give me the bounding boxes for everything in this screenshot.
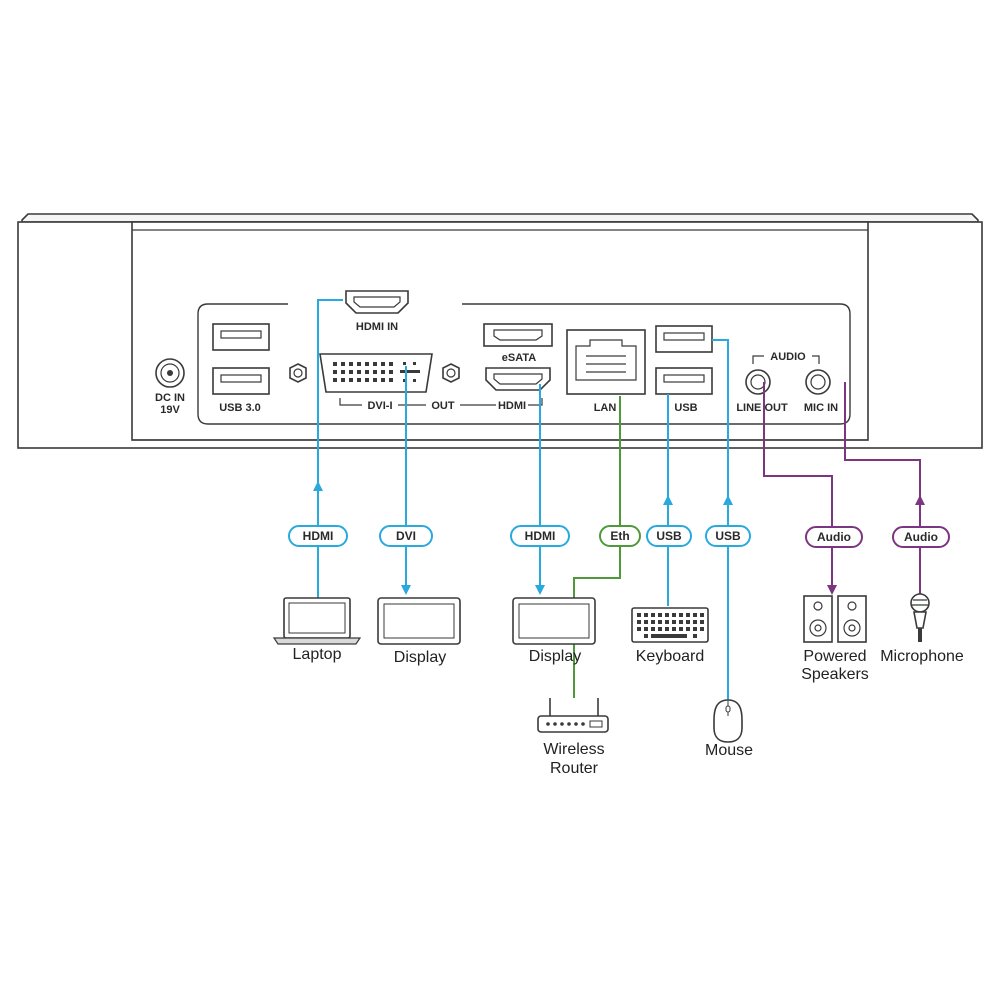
pill-hdmi-out: HDMI — [510, 525, 570, 547]
audio-group-label: AUDIO — [770, 351, 806, 363]
display1-label: Display — [394, 649, 446, 666]
pill-hdmi-in: HDMI — [288, 525, 348, 547]
pill-audio-in-text: Audio — [904, 530, 938, 544]
hdmi-in-port — [345, 290, 409, 314]
dc-in-port — [155, 358, 185, 388]
router-label-line1: Wireless — [543, 741, 604, 758]
speakers-icon — [803, 595, 867, 643]
keyboard-label: Keyboard — [636, 648, 705, 665]
screw-right — [442, 363, 460, 383]
pill-eth-text: Eth — [610, 529, 629, 543]
pill-usb-keyboard: USB — [646, 525, 692, 547]
mouse-label: Mouse — [705, 742, 753, 759]
pill-hdmi-in-text: HDMI — [303, 529, 334, 543]
router-icon — [537, 698, 609, 733]
usb30-ports — [212, 323, 270, 395]
usb-label: USB — [674, 402, 697, 414]
hdmi-in-label: HDMI IN — [356, 321, 398, 333]
microphone-label: Microphone — [880, 648, 964, 665]
pill-dvi: DVI — [379, 525, 433, 547]
lan-label: LAN — [594, 402, 617, 414]
dvi-port — [319, 353, 433, 393]
esata-port — [483, 323, 553, 347]
audio-bracket — [752, 355, 820, 364]
mouse-icon — [713, 699, 743, 743]
lan-port — [566, 329, 646, 395]
pill-usb-mouse-text: USB — [715, 529, 741, 543]
mic-in-jack — [805, 369, 831, 395]
pill-hdmi-out-text: HDMI — [525, 529, 556, 543]
out-label: OUT — [431, 400, 455, 412]
out-bracket — [339, 398, 543, 406]
laptop-label: Laptop — [293, 646, 342, 663]
pill-eth: Eth — [599, 525, 641, 547]
display-icon — [512, 597, 596, 645]
mic-in-label: MIC IN — [804, 402, 838, 414]
hdmi-out-label: HDMI — [498, 400, 526, 412]
router-label-line2: Router — [550, 760, 599, 777]
laptop-icon — [272, 597, 362, 645]
line-out-label: LINE OUT — [736, 402, 788, 414]
microphone-icon — [910, 593, 930, 642]
esata-label: eSATA — [502, 352, 536, 364]
cable-audio-in-upper — [844, 382, 921, 500]
pill-audio-in: Audio — [892, 526, 950, 548]
display-icon — [377, 597, 461, 645]
screw-left — [289, 363, 307, 383]
hdmi-out-port — [485, 367, 551, 391]
cable-hdmi-in-upper — [317, 299, 343, 486]
line-out-jack — [745, 369, 771, 395]
usb-ports — [655, 325, 713, 395]
keyboard-icon — [631, 607, 709, 643]
speakers-label-line1: Powered — [803, 648, 866, 665]
pill-usb-mouse: USB — [705, 525, 751, 547]
dvi-i-label: DVI-I — [367, 400, 392, 412]
dc-in-voltage-label: 19V — [160, 404, 180, 416]
speakers-label-line2: Speakers — [801, 666, 869, 683]
pill-dvi-text: DVI — [396, 529, 416, 543]
pill-audio-out: Audio — [805, 526, 863, 548]
pill-usb-keyboard-text: USB — [656, 529, 682, 543]
pill-audio-out-text: Audio — [817, 530, 851, 544]
display2-label: Display — [529, 648, 581, 665]
usb30-label: USB 3.0 — [219, 402, 261, 414]
dc-in-label: DC IN — [155, 392, 185, 404]
